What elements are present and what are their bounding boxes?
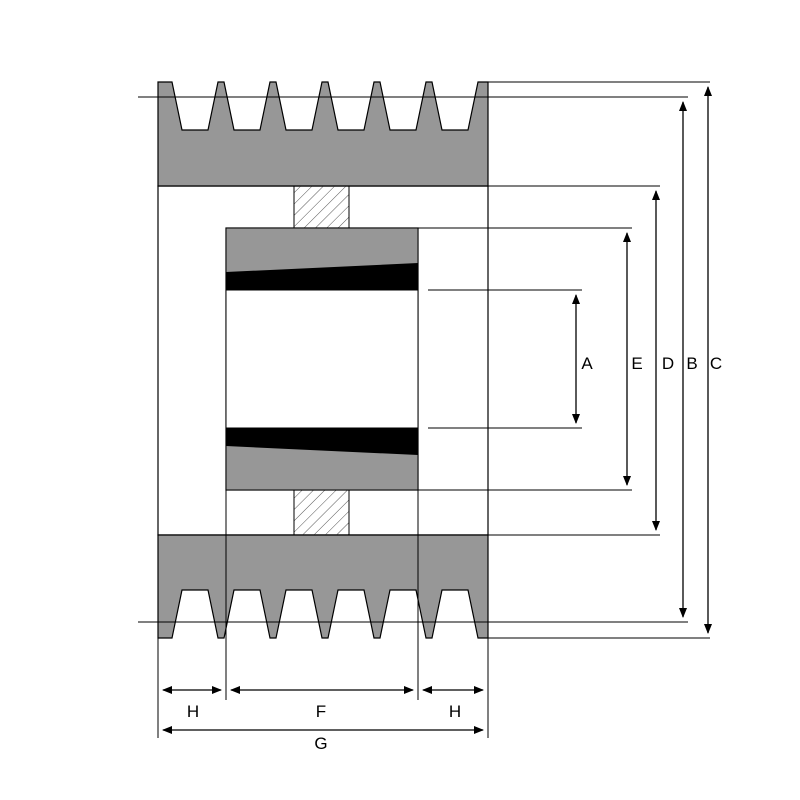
- label-g: G: [314, 734, 327, 753]
- label-b: B: [686, 354, 697, 373]
- top-taper-band: [226, 263, 418, 290]
- top-key-hatched: [293, 185, 350, 229]
- label-d: D: [662, 354, 674, 373]
- top-grooved-rim: [157, 81, 489, 187]
- label-a: A: [581, 354, 593, 373]
- bottom-grooved-rim: [157, 534, 489, 639]
- bore: [225, 289, 419, 429]
- bottom-key-hatched: [293, 489, 350, 536]
- label-e: E: [631, 354, 642, 373]
- label-f: F: [316, 702, 326, 721]
- bottom-taper-band: [226, 428, 418, 455]
- label-c: C: [710, 354, 722, 373]
- label-h-left: H: [187, 702, 199, 721]
- label-h-right: H: [449, 702, 461, 721]
